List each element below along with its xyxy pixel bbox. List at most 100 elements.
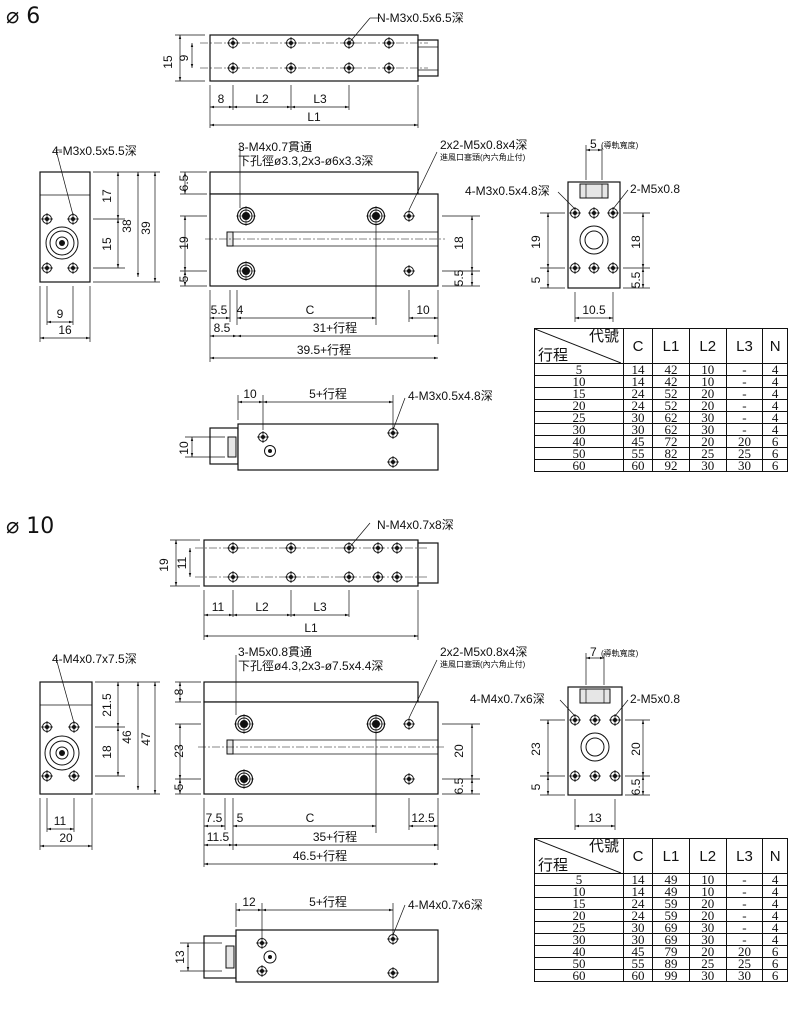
diagonal-line — [535, 329, 621, 363]
stroke-cell: 10 — [534, 375, 624, 388]
section-title-10: ⌀ 10 — [6, 514, 55, 539]
dim-label: 47 — [139, 732, 153, 746]
end-note: 4-M3x0.5x4.8深 — [465, 184, 550, 198]
dim-label: 11.5 — [207, 830, 230, 844]
table-cell: 10 — [688, 363, 727, 376]
dim-label: 11 — [54, 814, 67, 828]
side-note: 4-M4x0.7x7.5深 — [52, 652, 137, 666]
dim-label: 4 — [237, 303, 244, 317]
dim-label: L1 — [304, 621, 318, 635]
table-cell: 4 — [762, 909, 788, 922]
table-corner-header: 代號 行程 — [534, 838, 624, 874]
dim-label: 18 — [629, 235, 643, 249]
front-note: 3-M5x0.8貫通 — [238, 645, 312, 659]
front-note: 2x2-M5x0.8x4深 — [440, 645, 527, 659]
table-cell: 20 — [688, 909, 727, 922]
section-title-6: ⌀ 6 — [6, 4, 41, 29]
col-header: L2 — [688, 838, 727, 874]
table-cell: 4 — [762, 375, 788, 388]
front-note: 下孔徑ø4.3,2x3-ø7.5x4.4深 — [238, 659, 383, 673]
bottom-view-6 — [185, 395, 439, 471]
table-cell: 55 — [622, 957, 654, 970]
table-cell: 99 — [652, 969, 690, 982]
dim-label: 12 — [242, 895, 256, 909]
dim-label: 6.5 — [629, 778, 643, 795]
dim-label: 21.5 — [100, 693, 114, 717]
stroke-cell: 60 — [534, 969, 624, 982]
table-header: 代號 行程 C L1 L2 L3 N — [534, 328, 788, 364]
labels-6: N-M3x0.5x6.5深 15 9 8 L2 L3 L1 4-M3x0.5x5… — [52, 11, 680, 455]
top-note: N-M3x0.5x6.5深 — [377, 11, 464, 25]
table-cell: 20 — [688, 945, 727, 958]
table-cell: 30 — [725, 459, 764, 472]
dim-label: 15 — [100, 237, 114, 251]
end-note: 2-M5x0.8 — [630, 182, 680, 196]
table-cell: 79 — [652, 945, 690, 958]
dim-label: 23 — [172, 744, 186, 758]
dim-label: 46 — [120, 730, 134, 744]
dim-label: 19 — [177, 236, 191, 250]
table-cell: 60 — [622, 969, 654, 982]
dim-label: 5.5 — [211, 303, 228, 317]
dim-label: 12.5 — [411, 811, 435, 825]
header-code: 代號 — [588, 838, 619, 855]
dim-label: 17 — [100, 189, 114, 203]
dim-label: L1 — [307, 110, 321, 124]
dim-label: 18 — [100, 745, 114, 759]
end-note: 2-M5x0.8 — [630, 692, 680, 706]
table-cell: 30 — [725, 969, 764, 982]
table-cell: 30 — [688, 921, 727, 934]
dim-label: 10 — [243, 387, 257, 401]
stroke-cell: 30 — [534, 423, 624, 436]
table-cell: 62 — [652, 423, 690, 436]
dim-label: 6.5 — [177, 174, 191, 191]
end-view-6 — [540, 145, 650, 322]
dim-label: 20 — [452, 744, 466, 758]
rail-label: (導軌寬度) — [601, 140, 639, 150]
dim-label: 5.5 — [629, 271, 643, 288]
dim-label: 19 — [157, 558, 171, 572]
dim-label: 20 — [629, 742, 643, 756]
dim-label: 10 — [416, 303, 430, 317]
col-header: L1 — [652, 838, 690, 874]
top-view-6 — [175, 17, 439, 128]
col-header: C — [622, 838, 654, 874]
diagonal-line — [535, 839, 621, 873]
table-cell: 55 — [622, 447, 654, 460]
table-cell: 24 — [622, 387, 654, 400]
side-note: 4-M3x0.5x5.5深 — [52, 144, 137, 158]
dim-label: 10.5 — [582, 303, 606, 317]
stroke-cell: 20 — [534, 909, 624, 922]
col-header: L1 — [652, 328, 690, 364]
dim-label: 8 — [172, 688, 186, 695]
table-cell: 60 — [622, 459, 654, 472]
dim-label: 6.5 — [452, 777, 466, 794]
table-header: 代號 行程 C L1 L2 L3 N — [534, 838, 788, 874]
dim-label: 5.5 — [452, 269, 466, 286]
dim-label: 13 — [173, 950, 187, 964]
header-code: 代號 — [588, 328, 619, 345]
table-cell: 59 — [652, 909, 690, 922]
col-header: L3 — [725, 328, 764, 364]
dim-label: 9 — [57, 307, 64, 321]
table-cell: 45 — [622, 945, 654, 958]
dim-label: 13 — [588, 811, 602, 825]
top-note: N-M4x0.7x8深 — [377, 518, 454, 532]
table-cell: 6 — [762, 459, 788, 472]
drawing-group-10 — [39, 522, 650, 983]
dim-label: 5 — [529, 276, 543, 283]
table-cell: 30 — [688, 459, 727, 472]
front-note: 下孔徑ø3.3,2x3-ø6x3.3深 — [238, 154, 373, 168]
